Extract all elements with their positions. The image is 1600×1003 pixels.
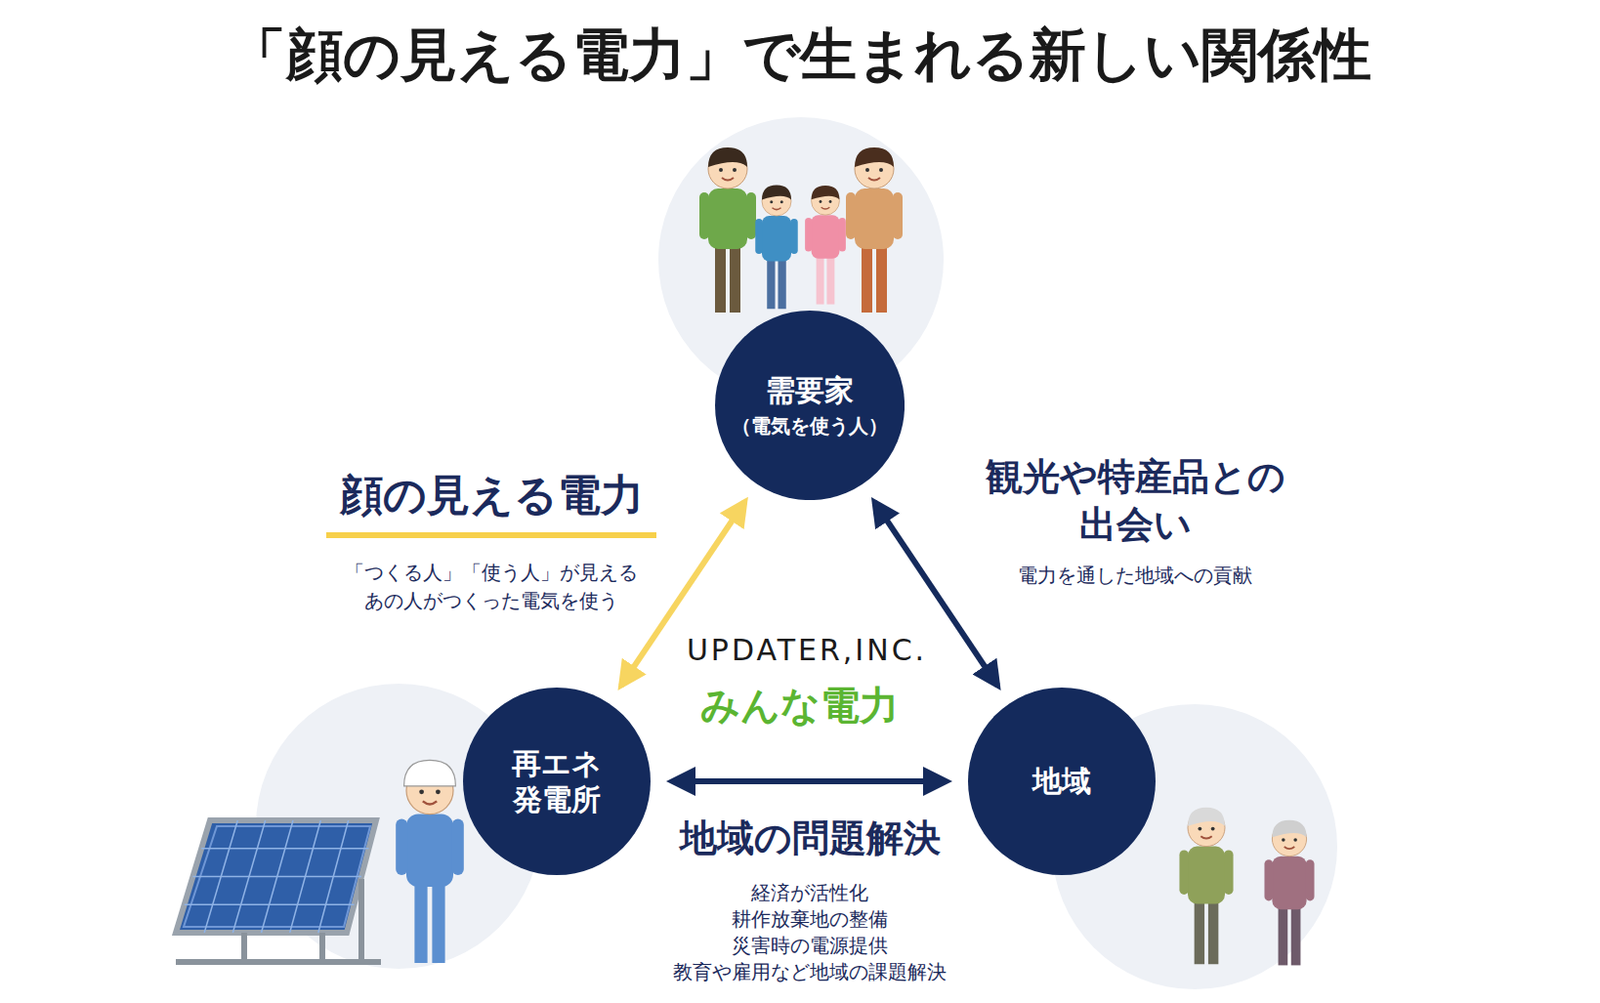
node-title: 需要家 [765, 372, 854, 410]
node-subtitle: （電気を使う人） [731, 413, 888, 439]
edge-label: 顔の見える電力 [339, 466, 644, 523]
circle-node: 地域 [968, 687, 1156, 876]
person-figure [845, 147, 903, 313]
person-figure [1263, 820, 1314, 967]
people-illustrations [395, 147, 1314, 966]
person-figure [1178, 807, 1233, 966]
node-title: 再エネ 発電所 [488, 745, 626, 819]
solar-panel [175, 820, 381, 963]
edge-label: 観光や特産品との 出会い [968, 453, 1302, 550]
panel-grid [184, 820, 370, 933]
note-text: 経済が活性化 [751, 881, 869, 905]
note-text: あの人がつくった電気を使う [364, 589, 619, 613]
circle-node: 再エネ 発電所 [463, 687, 651, 876]
circle-shape [463, 687, 651, 876]
connector-arrow [672, 778, 947, 785]
person-figure [395, 759, 464, 964]
circle-node: 需要家 （電気を使う人） [715, 310, 905, 501]
note-text: 電力を通した地域への貢献 [1017, 563, 1253, 588]
node-title: 地域 [1032, 762, 1092, 800]
logo-text: みんな電力 [700, 681, 899, 729]
note-text: 耕作放棄地の整備 [731, 907, 888, 931]
highlight-underline [326, 532, 657, 539]
person-figure [699, 147, 757, 313]
note-text: 「つくる人」「使う人」が見える [344, 560, 638, 585]
person-figure [804, 185, 846, 305]
note-text: 災害時の電源提供 [731, 933, 888, 958]
note-text: 教育や雇用など地域の課題解決 [673, 960, 947, 984]
edge-label: 地域の問題解決 [679, 814, 941, 863]
logo-text: UPDATER,INC. [686, 632, 927, 669]
title: 「顔の見える電力」で生まれる新しい関係性 [0, 17, 1600, 94]
person-figure [755, 185, 799, 310]
